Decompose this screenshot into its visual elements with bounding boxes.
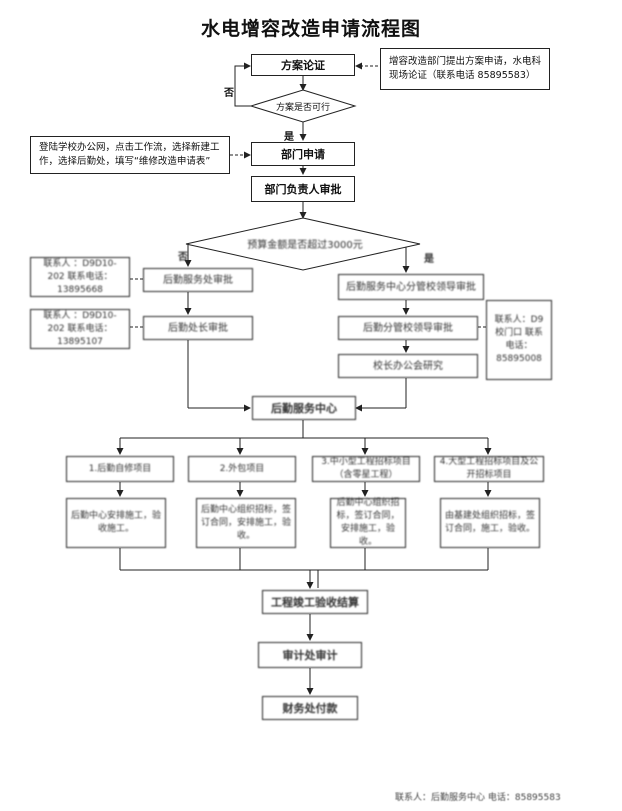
settlement-box: 工程竣工验收结算 xyxy=(262,590,368,614)
implement-box: 后勤服务中心 xyxy=(252,396,356,420)
apply-instructions-note: 登陆学校办公网，点击工作流，选择新建工作，选择后勤处，填写“维修改造申请表” xyxy=(30,136,230,174)
page-title: 水电增容改造申请流程图 xyxy=(200,18,421,40)
audit-box: 审计处审计 xyxy=(258,642,362,668)
left-step-2: 后勤处长审批 xyxy=(143,316,253,340)
footer-contact: 联系人：后勤服务中心 电话：85895583 xyxy=(395,793,561,803)
finance-box: 财务处付款 xyxy=(262,696,358,720)
budget-question: 预算金额是否超过3000元 xyxy=(247,240,363,251)
detail-2: 后勤中心组织招标，签订合同，安排施工，验收。 xyxy=(196,498,296,548)
no-label: 否 xyxy=(224,88,234,99)
detail-3: 后勤中心组织招标，签订合同，安排施工，验收。 xyxy=(330,498,406,548)
branch-3: 3.中小型工程招标项目（含零星工程） xyxy=(312,456,420,482)
right-step-1: 后勤服务中心分管校领导审批 xyxy=(338,274,484,300)
left-contact-1: 联系人 ：D9D10-202 联系电话：13895668 xyxy=(30,257,130,297)
branch-1: 1.后勤自修项目 xyxy=(66,456,174,482)
branch-4: 4.大型工程招标项目及公开招标项目 xyxy=(434,456,544,482)
feasibility-diamond xyxy=(249,89,357,123)
feasibility-question: 方案是否可行 xyxy=(275,103,330,113)
yes-label: 是 xyxy=(284,132,294,143)
plan-review-note: 增容改造部门提出方案申请，水电科现场论证（联系电话 85895583） xyxy=(380,48,550,90)
right-step-3: 校长办公会研究 xyxy=(338,354,478,378)
left-step-1: 后勤服务处审批 xyxy=(143,268,253,292)
le-label: 否 xyxy=(178,252,188,263)
plan-review-box: 方案论证 xyxy=(251,54,355,76)
right-step-2: 后勤分管校领导审批 xyxy=(338,316,478,340)
budget-diamond xyxy=(185,217,421,271)
detail-1: 后勤中心安排施工，验收施工。 xyxy=(66,498,166,548)
dept-head-approve-box: 部门负责人审批 xyxy=(251,176,355,202)
left-contact-2: 联系人 ：D9D10-202 联系电话：13895107 xyxy=(30,309,130,349)
branch-2: 2.外包项目 xyxy=(188,456,296,482)
dept-apply-box: 部门申请 xyxy=(251,142,355,166)
right-contact: 联系人：D9校门口 联系电话：85895008 xyxy=(486,300,552,380)
gt-label: 是 xyxy=(424,254,434,265)
detail-4: 由基建处组织招标，签订合同，施工，验收。 xyxy=(440,498,540,548)
